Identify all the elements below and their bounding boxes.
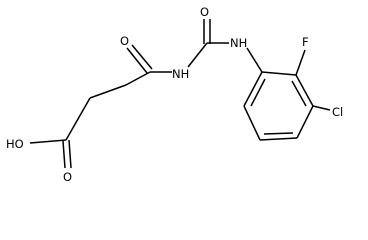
ring-bond-2-3 [295, 74, 314, 107]
bond-camide-o-double-a [126, 47, 148, 74]
ring-bond-4-5 [259, 137, 298, 141]
bond-cacid-o-double-b [68, 139, 72, 169]
atom-label-ho: HO [6, 137, 24, 151]
atom-labels: HO O O NH O NH F Cl [6, 5, 343, 184]
bond-ch2-ch2 [89, 84, 127, 99]
atom-label-urea-o: O [200, 5, 209, 19]
bond-ring-cl [312, 105, 331, 111]
atom-label-amide-o: O [120, 34, 129, 48]
atom-label-acid-o: O [63, 170, 72, 184]
ring-bond-3-4 [296, 105, 314, 139]
atom-label-cl: Cl [332, 105, 343, 119]
ring-inner-bond-c [250, 78, 266, 107]
bond-ring-f [295, 49, 306, 76]
bond-cacid-o-double-a [62, 140, 66, 169]
atom-label-nh-left: NH [172, 67, 189, 81]
atom-label-f: F [302, 35, 309, 49]
ring-bond-1-2 [261, 71, 297, 76]
bond-camide-o-double-b [131, 44, 153, 70]
bonds [29, 19, 331, 169]
bond-nh-aryl [246, 47, 263, 73]
bond-cacid-ch2 [65, 97, 91, 141]
bond-nh-curea [187, 42, 208, 68]
bond-oh-cacid [29, 139, 67, 144]
ring-bond-5-6 [243, 105, 261, 141]
bond-ch2-camide [125, 71, 151, 86]
molecule-structure: HO O O NH O NH F Cl [6, 5, 343, 184]
ring-inner-bond-a [291, 80, 307, 107]
atom-label-nh-right: NH [230, 36, 247, 50]
ring-inner-bond-b [263, 132, 294, 135]
ring-bond-6-1 [243, 71, 263, 107]
